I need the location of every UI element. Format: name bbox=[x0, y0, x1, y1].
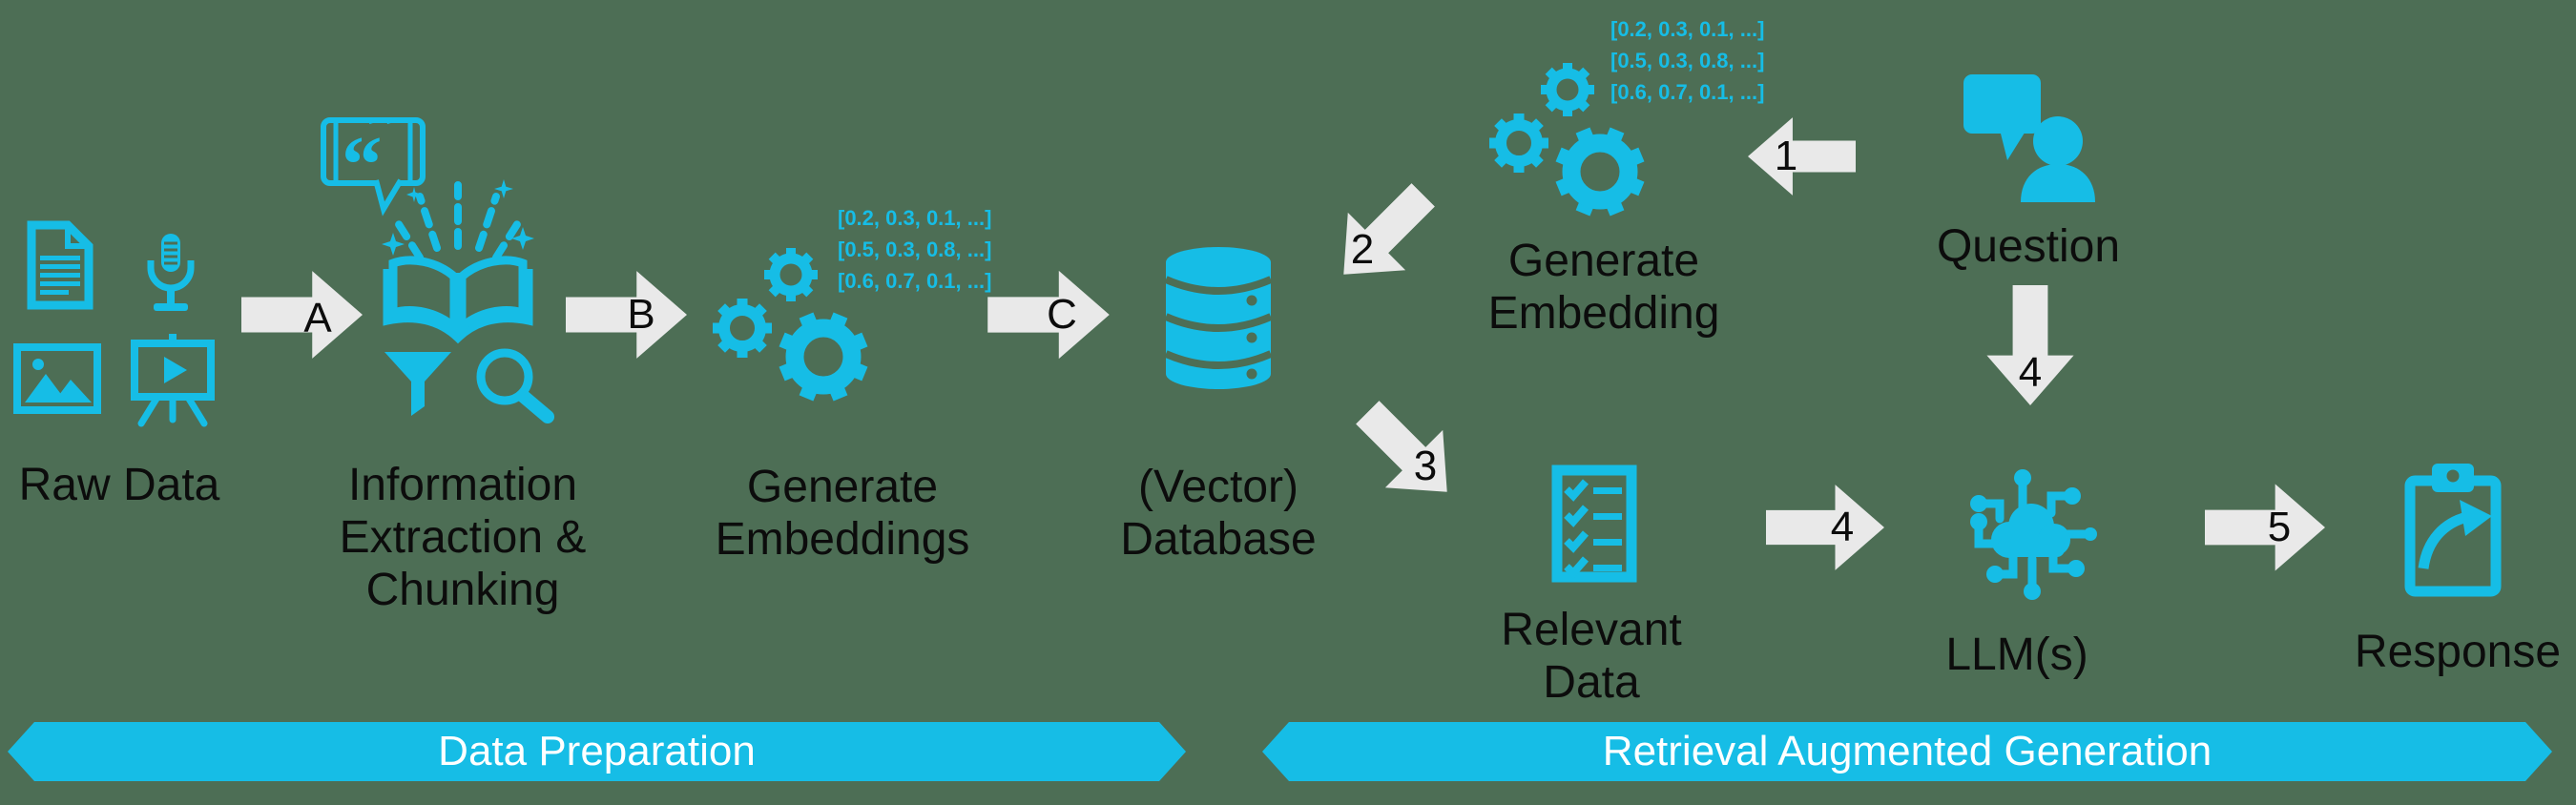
label-line: Information bbox=[347, 460, 578, 510]
vector-line: [0.2, 0.3, 0.1, ...] bbox=[838, 206, 992, 230]
rag-banner: Retrieval Augmented Generation bbox=[1262, 722, 2552, 781]
image-icon bbox=[13, 343, 101, 414]
arrow-b-label: B bbox=[627, 291, 655, 338]
arrow-2 bbox=[1343, 183, 1435, 275]
quote-bubble-icon: ” “ bbox=[321, 117, 426, 217]
arrow-a bbox=[241, 271, 363, 359]
arrow-c bbox=[987, 270, 1110, 360]
llm-label: LLM(s) bbox=[1945, 629, 2088, 681]
question-label: Question bbox=[1937, 220, 2120, 273]
arrow-5 bbox=[2205, 484, 2325, 571]
embedding-vectors-left: [0.2, 0.3, 0.1, ...] [0.5, 0.3, 0.8, ...… bbox=[838, 202, 991, 297]
arrow-5-label: 5 bbox=[2267, 504, 2292, 550]
microphone-icon bbox=[147, 234, 195, 311]
label-line: Embeddings bbox=[715, 514, 970, 565]
label-line: Database bbox=[1120, 514, 1317, 565]
chat-person-icon bbox=[1963, 74, 2095, 202]
arrow-b bbox=[566, 271, 687, 359]
generate-embeddings-label: Generate Embeddings bbox=[716, 461, 970, 566]
label-line: Raw Data bbox=[18, 460, 220, 510]
data-preparation-banner: Data Preparation bbox=[8, 722, 1186, 781]
arrow-4-down-label: 4 bbox=[2018, 349, 2043, 396]
arrow-3-label: 3 bbox=[1413, 443, 1438, 489]
vector-line: [0.6, 0.7, 0.1, ...] bbox=[1610, 80, 1765, 104]
document-icon bbox=[27, 220, 93, 310]
arrow-4-right-label: 4 bbox=[1830, 504, 1855, 550]
open-book-icon bbox=[382, 179, 534, 344]
relevant-data-label: Relevant Data bbox=[1501, 604, 1681, 709]
label-line: (Vector) bbox=[1137, 462, 1299, 512]
embedding-vectors-right: [0.2, 0.3, 0.1, ...] [0.5, 0.3, 0.8, ...… bbox=[1610, 13, 1764, 108]
cloud-circuit-icon bbox=[1970, 469, 2097, 600]
vector-database-label: (Vector) Database bbox=[1120, 461, 1316, 566]
arrow-1-label: 1 bbox=[1774, 133, 1798, 179]
label-line: Relevant bbox=[1501, 605, 1682, 655]
svg-text:“: “ bbox=[342, 120, 383, 210]
banner-text: Retrieval Augmented Generation bbox=[1602, 728, 2212, 774]
vector-line: [0.5, 0.3, 0.8, ...] bbox=[1610, 49, 1765, 72]
vector-line: [0.6, 0.7, 0.1, ...] bbox=[838, 269, 992, 293]
label-line: Generate bbox=[1507, 236, 1700, 286]
generate-embedding-label: Generate Embedding bbox=[1488, 235, 1720, 340]
arrow-a-label: A bbox=[303, 295, 332, 341]
checklist-icon bbox=[1551, 464, 1637, 583]
arrow-2-label: 2 bbox=[1350, 226, 1375, 273]
arrow-1 bbox=[1748, 117, 1856, 196]
response-label: Response bbox=[2355, 626, 2561, 678]
label-line: LLM(s) bbox=[1945, 630, 2088, 680]
magnifier-icon bbox=[476, 348, 554, 423]
arrow-4-right bbox=[1766, 485, 1884, 570]
gears-icon bbox=[1489, 63, 1645, 217]
svg-text:”: ” bbox=[366, 117, 407, 172]
label-line: Question bbox=[1936, 221, 2121, 272]
arrow-c-label: C bbox=[1047, 291, 1077, 338]
vector-line: [0.2, 0.3, 0.1, ...] bbox=[1610, 17, 1765, 41]
clipboard-share-icon bbox=[2404, 464, 2502, 597]
label-line: Data bbox=[1543, 657, 1640, 708]
database-cylinder-icon bbox=[1164, 247, 1273, 389]
funnel-icon bbox=[384, 352, 451, 416]
label-line: Chunking bbox=[365, 565, 560, 615]
arrow-3 bbox=[1356, 401, 1447, 492]
label-line: Extraction & bbox=[339, 512, 587, 563]
vector-line: [0.5, 0.3, 0.8, ...] bbox=[838, 237, 992, 261]
gears-icon bbox=[713, 248, 868, 402]
raw-data-label: Raw Data bbox=[19, 459, 220, 511]
banner-text: Data Preparation bbox=[438, 728, 756, 774]
presentation-icon bbox=[131, 334, 215, 427]
label-line: Generate bbox=[746, 462, 939, 512]
label-line: Response bbox=[2354, 627, 2562, 677]
label-line: Embedding bbox=[1487, 288, 1720, 339]
arrow-4-down bbox=[1986, 285, 2074, 405]
info-extraction-label: Information Extraction & Chunking bbox=[340, 459, 587, 616]
